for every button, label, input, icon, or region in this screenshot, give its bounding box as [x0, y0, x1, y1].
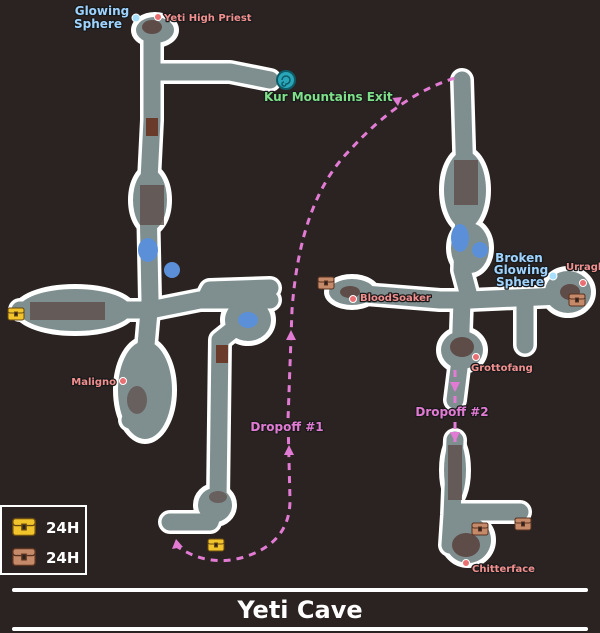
bloodsoaker-label: BloodSoaker	[360, 293, 431, 304]
treasure-chest-icon	[12, 517, 36, 537]
broken-glowing-sphere-marker[interactable]	[548, 271, 558, 281]
grottofang-label: Grottofang	[471, 363, 533, 374]
treasure-chest-icon	[12, 547, 36, 567]
dropoff-arrows	[172, 97, 460, 549]
glowing-sphere-label: Sphere	[74, 17, 122, 31]
maligno-marker	[119, 377, 127, 385]
dropoff-routes	[174, 76, 457, 563]
treasure-chest-icon[interactable]	[207, 538, 225, 552]
maligno-label: Maligno	[71, 377, 116, 388]
urragher-marker	[579, 279, 587, 287]
legend-gold-chest-label: 24H	[46, 519, 79, 537]
water-pools	[138, 224, 488, 328]
treasure-chest-icon[interactable]	[471, 522, 489, 536]
broken-glowing-sphere-label: Glowing	[494, 263, 549, 277]
kur-mountains-exit-label: Kur Mountains Exit	[264, 90, 393, 104]
chitterface-marker	[462, 559, 470, 567]
dropoff-1-label: Dropoff #1	[250, 420, 323, 434]
rock-features	[30, 20, 580, 557]
treasure-chest-icon[interactable]	[568, 293, 586, 307]
chitterface-label: Chitterface	[472, 564, 535, 575]
yeti-high-priest-marker	[154, 13, 162, 21]
page-title: Yeti Cave	[236, 596, 362, 624]
treasure-chest-icon[interactable]	[317, 276, 335, 290]
dropoff-2-label: Dropoff #2	[415, 405, 488, 419]
yeti-high-priest-label: Yeti High Priest	[163, 13, 252, 24]
urragher-label: Urragher	[566, 262, 600, 273]
npc-markers	[119, 13, 587, 567]
legend-copper-chest-label: 24H	[46, 549, 79, 567]
treasure-chest-icon[interactable]	[7, 307, 25, 321]
glowing-sphere-marker[interactable]	[131, 13, 141, 23]
dropoff-route-1	[174, 76, 456, 563]
treasure-chest-icon[interactable]	[514, 517, 532, 531]
grottofang-marker	[472, 353, 480, 361]
broken-glowing-sphere-label: Sphere	[496, 275, 544, 289]
spiral-portal-icon[interactable]	[276, 70, 296, 90]
bloodsoaker-marker	[349, 295, 357, 303]
title-banner: Yeti Cave	[12, 588, 588, 631]
glowing-sphere-label: Glowing	[75, 4, 130, 18]
chest-legend: 24H 24H	[0, 505, 87, 575]
broken-glowing-sphere-label: Broken	[495, 251, 543, 265]
